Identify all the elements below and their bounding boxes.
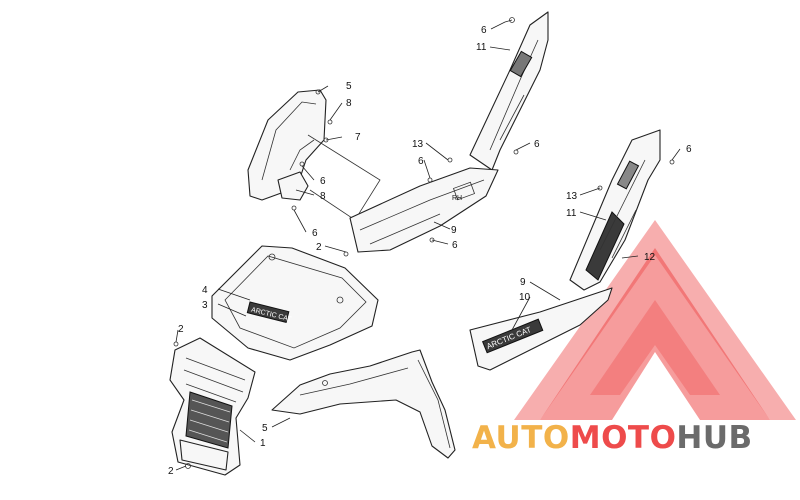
watermark-logo [514,220,796,420]
front-fascia [169,337,256,476]
hood: ARCTIC CAT [211,245,379,361]
callout-12: 12 [644,252,656,263]
callout-5: 5 [346,81,352,92]
watermark-text: AUTOMOTOHUB [472,420,753,456]
front-fender [271,349,456,459]
fasteners [173,17,675,469]
right-side-panel: ARCTIC CAT [469,129,661,371]
callout-6: 6 [418,156,424,167]
callout-7: 7 [355,132,361,143]
callout-11: 11 [566,208,577,219]
callout-6: 6 [320,176,326,187]
callout-9: 9 [520,277,526,288]
callout-5: 5 [262,423,268,434]
callout-11: 11 [476,42,487,53]
callout-9: 9 [451,225,457,236]
callout-6: 6 [452,240,458,251]
callout-13: 13 [566,191,578,202]
callout-6: 6 [312,228,318,239]
callout-8: 8 [346,98,352,109]
callout-6: 6 [534,139,540,150]
callout-8: 8 [320,191,326,202]
callout-6: 6 [686,144,692,155]
callout-10: 10 [519,292,531,303]
center-side-panel: RH [349,11,549,253]
callout-labels: 6 11 5 8 7 13 6 6 6 6 8 6 2 9 6 13 11 12… [168,25,692,477]
callout-2: 2 [178,324,184,335]
callout-2: 2 [316,242,322,253]
panel-badge: RH [452,195,462,202]
callout-2: 2 [168,466,174,477]
callout-3: 3 [202,300,208,311]
upper-shroud [247,89,381,221]
callout-13: 13 [412,139,424,150]
callout-1: 1 [260,438,266,449]
callout-4: 4 [202,285,208,296]
watermark-word-auto: AUTOMOTOHUB [472,420,753,456]
callout-6: 6 [481,25,487,36]
